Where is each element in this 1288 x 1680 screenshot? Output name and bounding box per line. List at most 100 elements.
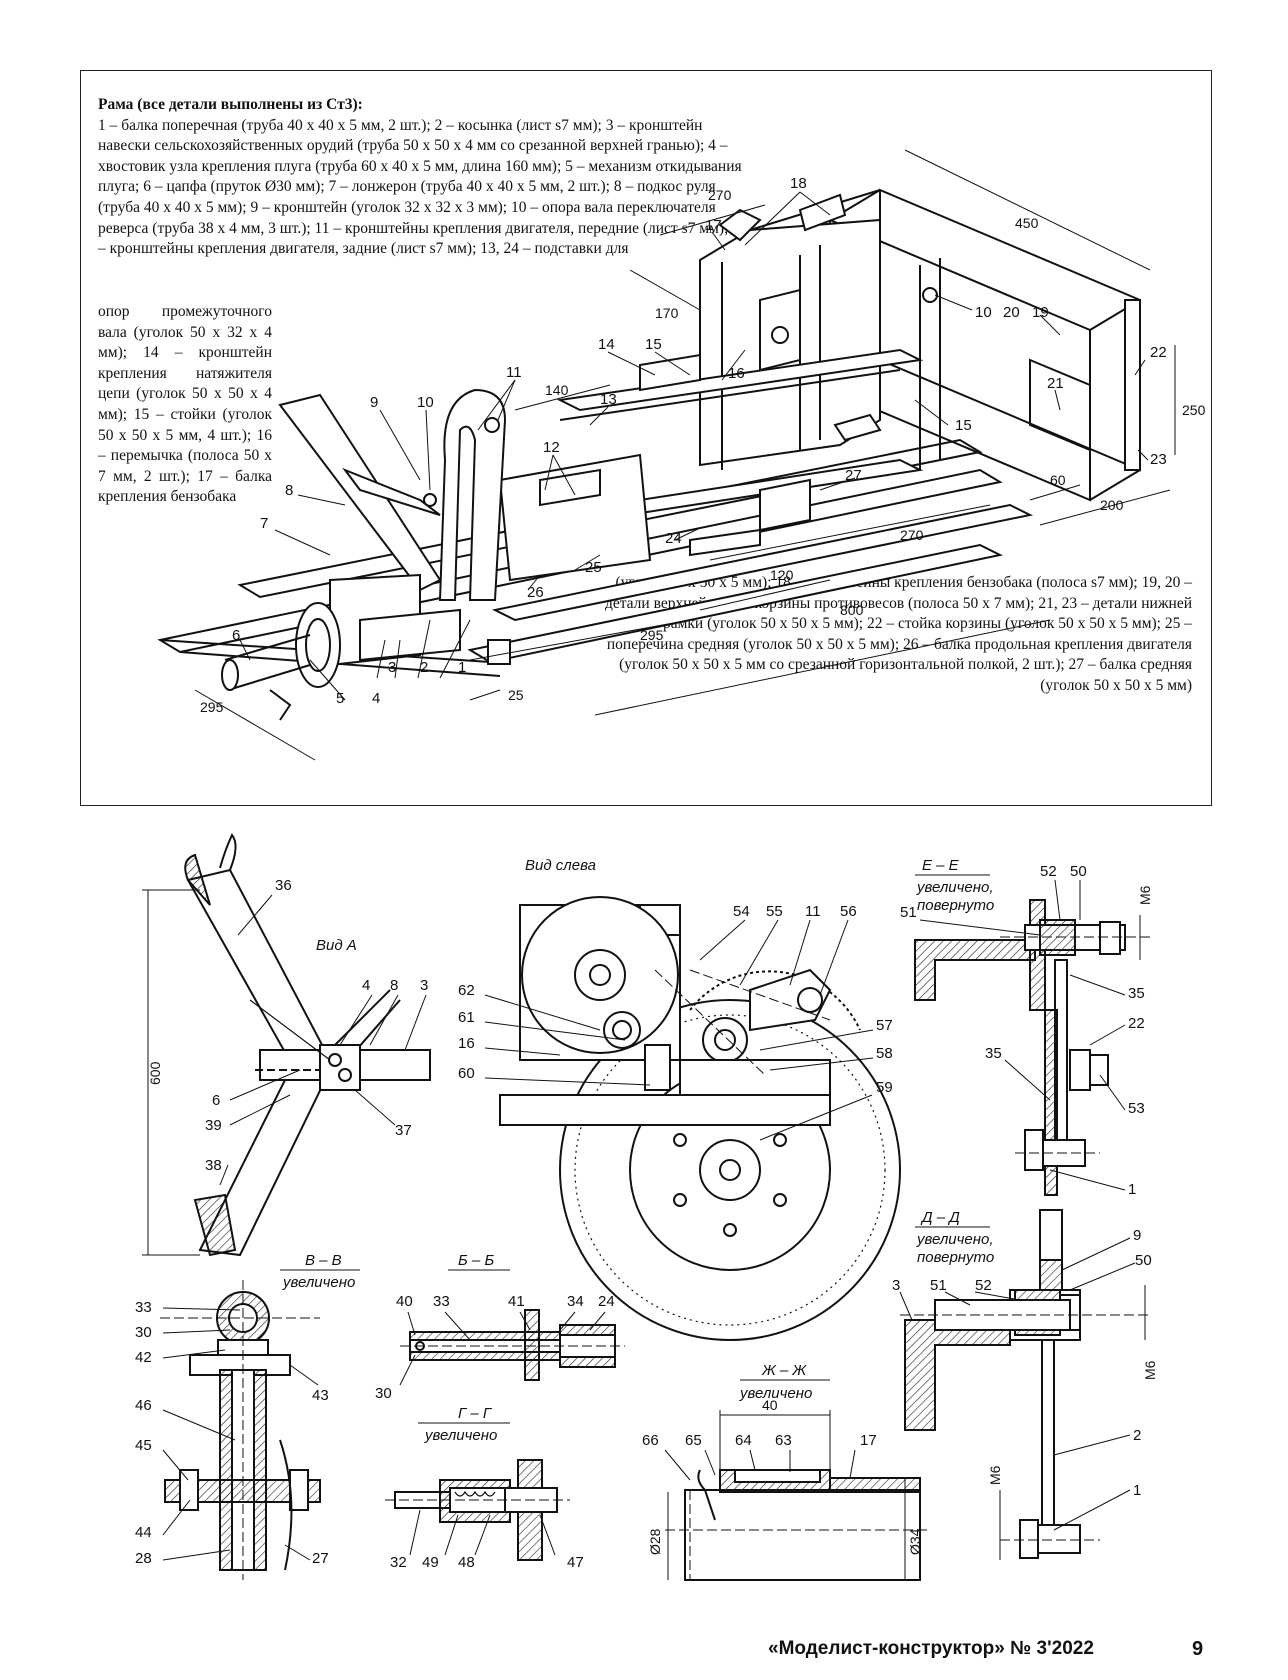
frame-label-14: 14 [598, 336, 615, 353]
section-dd-dim-m6-left: М6 [987, 1465, 1003, 1485]
view-a-dim-600: 600 [147, 1061, 163, 1085]
dim-200: 200 [1100, 497, 1124, 513]
frame-label-26: 26 [527, 584, 544, 601]
view-left-label-11: 11 [805, 903, 821, 920]
section-gg-label-32: 32 [390, 1554, 407, 1571]
view-left-title: Вид слева [525, 857, 596, 874]
view-a-label-38: 38 [205, 1157, 222, 1174]
section-zhzh-subtitle: увеличено [739, 1385, 812, 1402]
dim-250: 250 [1182, 402, 1206, 418]
view-left-label-55: 55 [766, 903, 783, 920]
frame-label-15-right: 15 [955, 417, 972, 434]
section-vv-labels: 33 30 42 43 46 45 44 28 27 [135, 1299, 329, 1567]
section-dd-leaders [899, 1237, 1146, 1560]
section-vv-label-45: 45 [135, 1437, 152, 1454]
section-gg-label-48: 48 [458, 1554, 475, 1571]
section-vv-label-27: 27 [312, 1550, 329, 1567]
section-ee-subtitle1: увеличено, [916, 879, 994, 896]
view-a-label-36: 36 [275, 877, 292, 894]
section-dd-label-51: 51 [930, 1277, 947, 1294]
frame-label-10-right: 10 [975, 304, 992, 321]
dim-140: 140 [545, 382, 569, 398]
section-dd-label-52: 52 [975, 1277, 992, 1294]
section-bb-label-41: 41 [508, 1293, 525, 1310]
frame-label-13: 13 [600, 391, 617, 408]
section-ee-title: Е – Е увеличено, повернуто [915, 857, 994, 914]
legend-left: опор промежуточного вала (уголок 50 х 32… [98, 303, 272, 506]
view-left-leaders [484, 919, 874, 1141]
section-dd-label-2: 2 [1133, 1427, 1141, 1444]
section-bb-label-34: 34 [567, 1293, 584, 1310]
frame-part-labels: 1 2 3 4 5 6 7 8 9 10 10 11 12 13 14 15 1… [232, 175, 1167, 707]
view-a-label-37: 37 [395, 1122, 412, 1139]
legend-top-text: 1 – балка поперечная (труба 40 х 40 х 5 … [98, 116, 748, 258]
dim-800: 800 [840, 602, 864, 618]
view-left-label-62: 62 [458, 982, 475, 999]
view-left-label-57: 57 [876, 1017, 893, 1034]
section-ee-label-51: 51 [900, 904, 917, 921]
frame-label-5: 5 [336, 690, 344, 707]
frame-label-27: 27 [845, 467, 862, 484]
section-gg-label-47: 47 [567, 1554, 584, 1571]
frame-label-17: 17 [705, 217, 722, 234]
section-vv-subtitle: увеличено [282, 1274, 355, 1291]
view-a-leaders [219, 894, 427, 1186]
section-vv-label-28: 28 [135, 1550, 152, 1567]
dim-450: 450 [1015, 215, 1039, 231]
view-a-label-3: 3 [420, 977, 428, 994]
section-vv-label-46: 46 [135, 1397, 152, 1414]
frame-label-19: 19 [1032, 304, 1049, 321]
section-ee-label-52: 52 [1040, 863, 1057, 880]
section-zhzh-drawing [665, 1469, 930, 1581]
section-vv-label-33: 33 [135, 1299, 152, 1316]
section-zhzh-label-66: 66 [642, 1432, 659, 1449]
dim-270-bottom: 270 [900, 527, 924, 543]
frame-label-7: 7 [260, 515, 268, 532]
section-bb-title: Б – Б [448, 1252, 510, 1271]
frame-dimension-values: 270 450 170 250 140 60 200 270 120 800 2… [200, 187, 1206, 715]
section-ee-drawing [914, 899, 1150, 1196]
section-dd-subtitle1: увеличено, [916, 1231, 994, 1248]
dim-170: 170 [655, 305, 679, 321]
section-zhzh-label-63: 63 [775, 1432, 792, 1449]
section-gg-subtitle: увеличено [424, 1427, 497, 1444]
section-dd-label-9: 9 [1133, 1227, 1141, 1244]
frame-label-2: 2 [420, 659, 428, 676]
frame-label-25: 25 [585, 559, 602, 576]
section-vv-label-44: 44 [135, 1524, 152, 1541]
frame-label-11: 11 [506, 364, 522, 381]
frame-dimension-lines [194, 149, 1176, 761]
footer-page-number: 9 [1192, 1638, 1204, 1660]
view-a-drawing [184, 833, 431, 1257]
frame-label-10-left: 10 [417, 394, 434, 411]
section-bb-labels: 40 33 41 34 24 30 [375, 1293, 615, 1402]
section-vv-label-42: 42 [135, 1349, 152, 1366]
section-ee-labels: 52 50 51 35 22 35 53 1 [900, 863, 1145, 1198]
dim-270-top: 270 [708, 187, 732, 203]
section-dd-title-text: Д – Д [920, 1209, 960, 1226]
frame-leader-lines [239, 191, 1149, 701]
view-a-title: Вид А [316, 937, 357, 954]
section-ee-leaders [919, 879, 1141, 1191]
section-gg-title: Г – Г увеличено [418, 1405, 510, 1444]
section-zhzh-dimensions [664, 1410, 906, 1580]
section-vv-leaders [162, 1307, 319, 1561]
section-ee-label-35-left: 35 [985, 1045, 1002, 1062]
section-dd-title: Д – Д увеличено, повернуто [915, 1209, 994, 1266]
frame-isometric-drawing [157, 188, 1141, 721]
section-bb-title-text: Б – Б [458, 1252, 494, 1269]
frame-label-18: 18 [790, 175, 807, 192]
section-gg-label-49: 49 [422, 1554, 439, 1571]
section-vv-title-text: В – В [305, 1252, 342, 1269]
frame-label-20: 20 [1003, 304, 1020, 321]
section-ee-dim-m6: М6 [1137, 885, 1153, 905]
frame-label-8: 8 [285, 482, 293, 499]
view-left-labels: 54 55 11 56 62 61 16 60 57 58 59 [458, 903, 893, 1096]
section-zhzh-dia-34: Ø34 [907, 1528, 923, 1555]
view-a-label-39: 39 [205, 1117, 222, 1134]
section-vv-label-43: 43 [312, 1387, 329, 1404]
frame-label-16: 16 [728, 365, 745, 382]
section-dd-label-1: 1 [1133, 1482, 1141, 1499]
frame-label-15-top: 15 [645, 336, 662, 353]
